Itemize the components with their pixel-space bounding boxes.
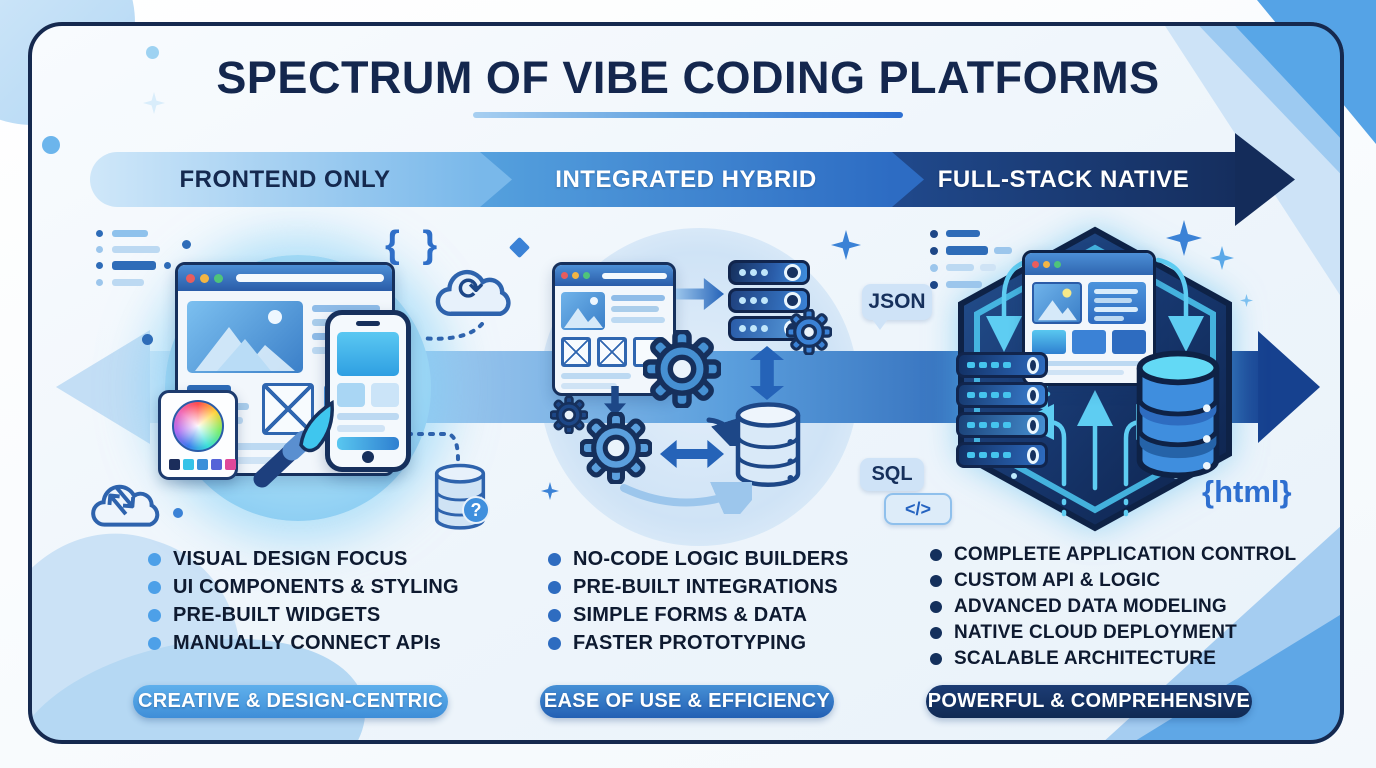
list-item: SCALABLE ARCHITECTURE: [930, 648, 1216, 670]
banner-label-hybrid: INTEGRATED HYBRID: [555, 165, 817, 193]
banner-label-fullstack: FULL-STACK NATIVE: [937, 165, 1190, 193]
banner-segment-fullstack: FULL-STACK NATIVE: [892, 152, 1235, 207]
badge-frontend: CREATIVE & DESIGN-CENTRIC: [133, 685, 448, 718]
gear-icon: [580, 412, 652, 484]
server-unit: [728, 260, 810, 285]
gear-icon: [643, 330, 721, 408]
gear-icon: [786, 309, 832, 355]
sql-label: SQL: [860, 458, 924, 491]
dashed-connector: [406, 432, 460, 462]
wireframe-placeholder: [262, 383, 314, 435]
paintbrush-icon: [253, 399, 334, 488]
badge-fullstack: POWERFUL & COMPREHENSIVE: [926, 685, 1252, 718]
browser-titlebar: [178, 265, 392, 291]
banner-label-frontend: FRONTEND ONLY: [179, 165, 391, 193]
gear-icon: [550, 396, 588, 434]
decorative-dot: [142, 334, 153, 345]
banner-segment-frontend: FRONTEND ONLY: [90, 152, 480, 207]
list-item: PRE-BUILT WIDGETS: [148, 604, 380, 627]
badge-hybrid: EASE OF USE & EFFICIENCY: [540, 685, 834, 718]
server-unit: [728, 288, 810, 313]
bullet-dot: [148, 553, 161, 566]
color-palette: [158, 390, 238, 480]
database-icon: [1136, 350, 1220, 479]
list-item: NATIVE CLOUD DEPLOYMENT: [930, 622, 1237, 644]
json-label: JSON: [862, 284, 932, 330]
list-item: ADVANCED DATA MODELING: [930, 596, 1227, 618]
decorative-dot: [182, 240, 191, 249]
list-item: COMPLETE APPLICATION CONTROL: [930, 544, 1296, 566]
decorative-dot: [146, 46, 159, 59]
fullstack-browser-window: [1022, 250, 1156, 386]
html-label: {html}: [1202, 474, 1292, 509]
hero-image-block: [187, 301, 303, 373]
banner-segment-hybrid: INTEGRATED HYBRID: [480, 152, 892, 207]
list-item: SIMPLE FORMS & DATA: [548, 604, 807, 627]
decorative-dot: [173, 508, 183, 518]
code-tag-label: </>: [884, 493, 952, 525]
title-underline: [473, 112, 903, 118]
list-item: CUSTOM API & LOGIC: [930, 570, 1160, 592]
braces-icon: { }: [385, 224, 444, 266]
list-item: FASTER PROTOTYPING: [548, 632, 806, 655]
page-title: SPECTRUM OF VIBE CODING PLATFORMS: [216, 52, 1160, 103]
server-unit: [956, 352, 1048, 378]
server-unit: [956, 442, 1048, 468]
curved-arrow-icon: [620, 482, 752, 514]
server-unit: [956, 412, 1048, 438]
decorative-dot: [42, 136, 60, 154]
list-item: PRE-BUILT INTEGRATIONS: [548, 576, 838, 599]
curved-arrow-icon: [706, 416, 740, 446]
list-item: NO-CODE LOGIC BUILDERS: [548, 548, 849, 571]
server-unit: [956, 382, 1048, 408]
phone-mockup: [325, 310, 411, 472]
dashed-connector: [418, 322, 484, 341]
color-wheel: [172, 400, 224, 452]
list-item: UI COMPONENTS & STYLING: [148, 576, 459, 599]
list-item: VISUAL DESIGN FOCUS: [148, 548, 408, 571]
list-item: MANUALLY CONNECT APIs: [148, 632, 441, 655]
database-icon: [735, 402, 801, 487]
